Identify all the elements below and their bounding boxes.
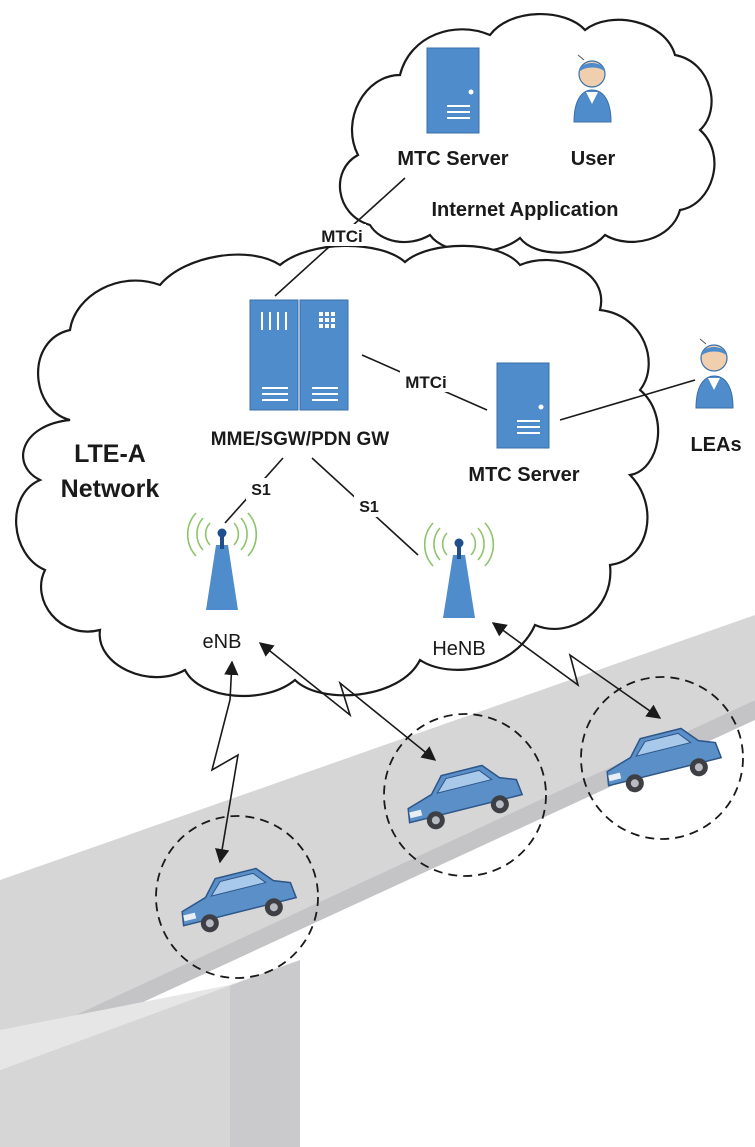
lte-network-cloud: [15, 244, 660, 698]
henb-label: HeNB: [432, 638, 485, 660]
road-cross-right: [230, 960, 300, 1147]
user-icon: [573, 54, 612, 123]
enb-antenna-icon: [186, 512, 258, 610]
mme-sgw-pdngw-icon: [249, 299, 349, 411]
leas-label: LEAs: [690, 434, 741, 456]
road-surface: [0, 615, 755, 1050]
mtc-server-mid-label: MTC Server: [468, 464, 579, 486]
car-1-icon: [181, 867, 298, 933]
road: [0, 615, 755, 1147]
user-label: User: [571, 148, 616, 170]
mtc-server-top-label: MTC Server: [397, 148, 508, 170]
car-3-icon: [606, 727, 723, 793]
mtci-top-bg: [318, 224, 366, 246]
leas-icon: [695, 338, 734, 409]
wireless-link-enb-car1: [210, 660, 240, 864]
enb-label: eNB: [203, 631, 242, 653]
wireless-link-henb-car3: [491, 622, 662, 719]
mtci-mid-bg: [400, 370, 452, 392]
internet-application-label: Internet Application: [431, 199, 618, 221]
road-cross-left: [0, 985, 230, 1147]
henb-antenna-icon: [423, 522, 495, 618]
mtci-top-label: MTCi: [321, 227, 363, 246]
labels: MTC Server User Internet Application MTC…: [61, 148, 742, 660]
lte-cloud-outline: [15, 244, 660, 698]
mtc-server-mid-icon: [496, 362, 550, 449]
lte-network-label-line1: LTE-A: [74, 440, 146, 468]
leas-link: [559, 379, 696, 421]
car-2-icon: [407, 764, 524, 830]
road-edge: [0, 700, 755, 1068]
mme-sgw-pdngw-label: MME/SGW/PDN GW: [211, 429, 389, 450]
s1-left-label: S1: [251, 482, 271, 499]
coverage-circle-3: [580, 676, 744, 840]
s1-right-label: S1: [359, 499, 379, 516]
mtci-mid-label: MTCi: [405, 373, 447, 392]
lte-network-label-line2: Network: [61, 475, 160, 503]
mtc-server-top-icon: [426, 47, 480, 134]
road-crossing: [0, 960, 300, 1070]
wireless-links: [210, 622, 662, 864]
s1-right-bg: [354, 495, 384, 517]
coverage-circle-2: [383, 713, 547, 877]
wireless-link-enb-car2: [258, 642, 437, 761]
s1-left-bg: [246, 478, 276, 500]
